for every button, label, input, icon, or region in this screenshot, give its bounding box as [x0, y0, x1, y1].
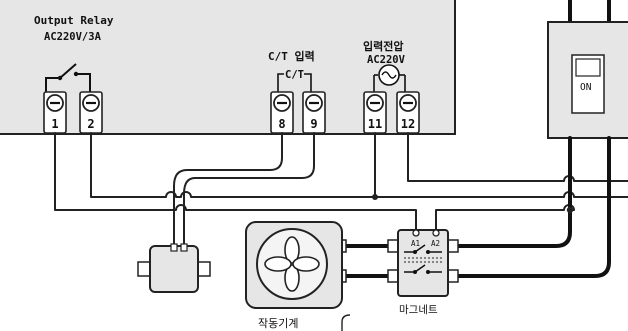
- terminal-9[interactable]: 9: [302, 91, 326, 134]
- wire-t12-to-line: [407, 132, 628, 182]
- terminal-number: 9: [310, 117, 317, 131]
- ct-label: C/T: [285, 69, 304, 81]
- wire-a2-to-line: [435, 204, 575, 233]
- terminal-2[interactable]: 2: [79, 91, 103, 134]
- ct-bracket-left: [277, 73, 284, 94]
- power-title: 입력전압: [363, 39, 403, 53]
- terminal-number: 1: [51, 117, 58, 131]
- machine-fan: [245, 221, 347, 309]
- curve-mark: [341, 314, 351, 331]
- wire-ct-9: [183, 132, 315, 247]
- ac-source-symbol: [373, 64, 406, 94]
- terminal-12[interactable]: 12: [396, 91, 420, 134]
- terminal-number: 2: [87, 117, 94, 131]
- mains-wire-lower: [444, 136, 611, 278]
- coil-a1-label: A1: [411, 239, 420, 248]
- wire-t1-to-a1: [54, 132, 417, 233]
- machine-label: 작동기계: [258, 317, 298, 330]
- breaker-state-label: ON: [580, 82, 592, 93]
- breaker-switch-tab: [575, 58, 601, 77]
- ct-title: C/T 입력: [268, 50, 315, 63]
- relay-title: Output Relay: [34, 14, 114, 27]
- wire-ct-8: [173, 132, 283, 247]
- wiring: [54, 132, 628, 278]
- mains-wire-upper: [444, 136, 572, 248]
- terminal-1[interactable]: 1: [43, 91, 67, 134]
- fan-icon: [256, 228, 328, 300]
- terminal-11[interactable]: 11: [363, 91, 387, 134]
- power-rating: AC220V: [367, 54, 406, 66]
- ct-bracket-right: [304, 73, 312, 94]
- terminal-8[interactable]: 8: [270, 91, 294, 134]
- terminal-number: 8: [278, 117, 285, 131]
- current-transformer: [137, 243, 211, 293]
- magnetic-contactor: [387, 229, 459, 297]
- contactor-label: 마그네트: [399, 304, 438, 316]
- terminal-number: 11: [368, 117, 382, 131]
- coil-a2-label: A2: [431, 239, 440, 248]
- relay-switch-symbol: [45, 63, 91, 95]
- relay-rating: AC220V/3A: [44, 31, 102, 43]
- wire-t2-to-line: [90, 132, 628, 198]
- terminal-number: 12: [401, 117, 415, 131]
